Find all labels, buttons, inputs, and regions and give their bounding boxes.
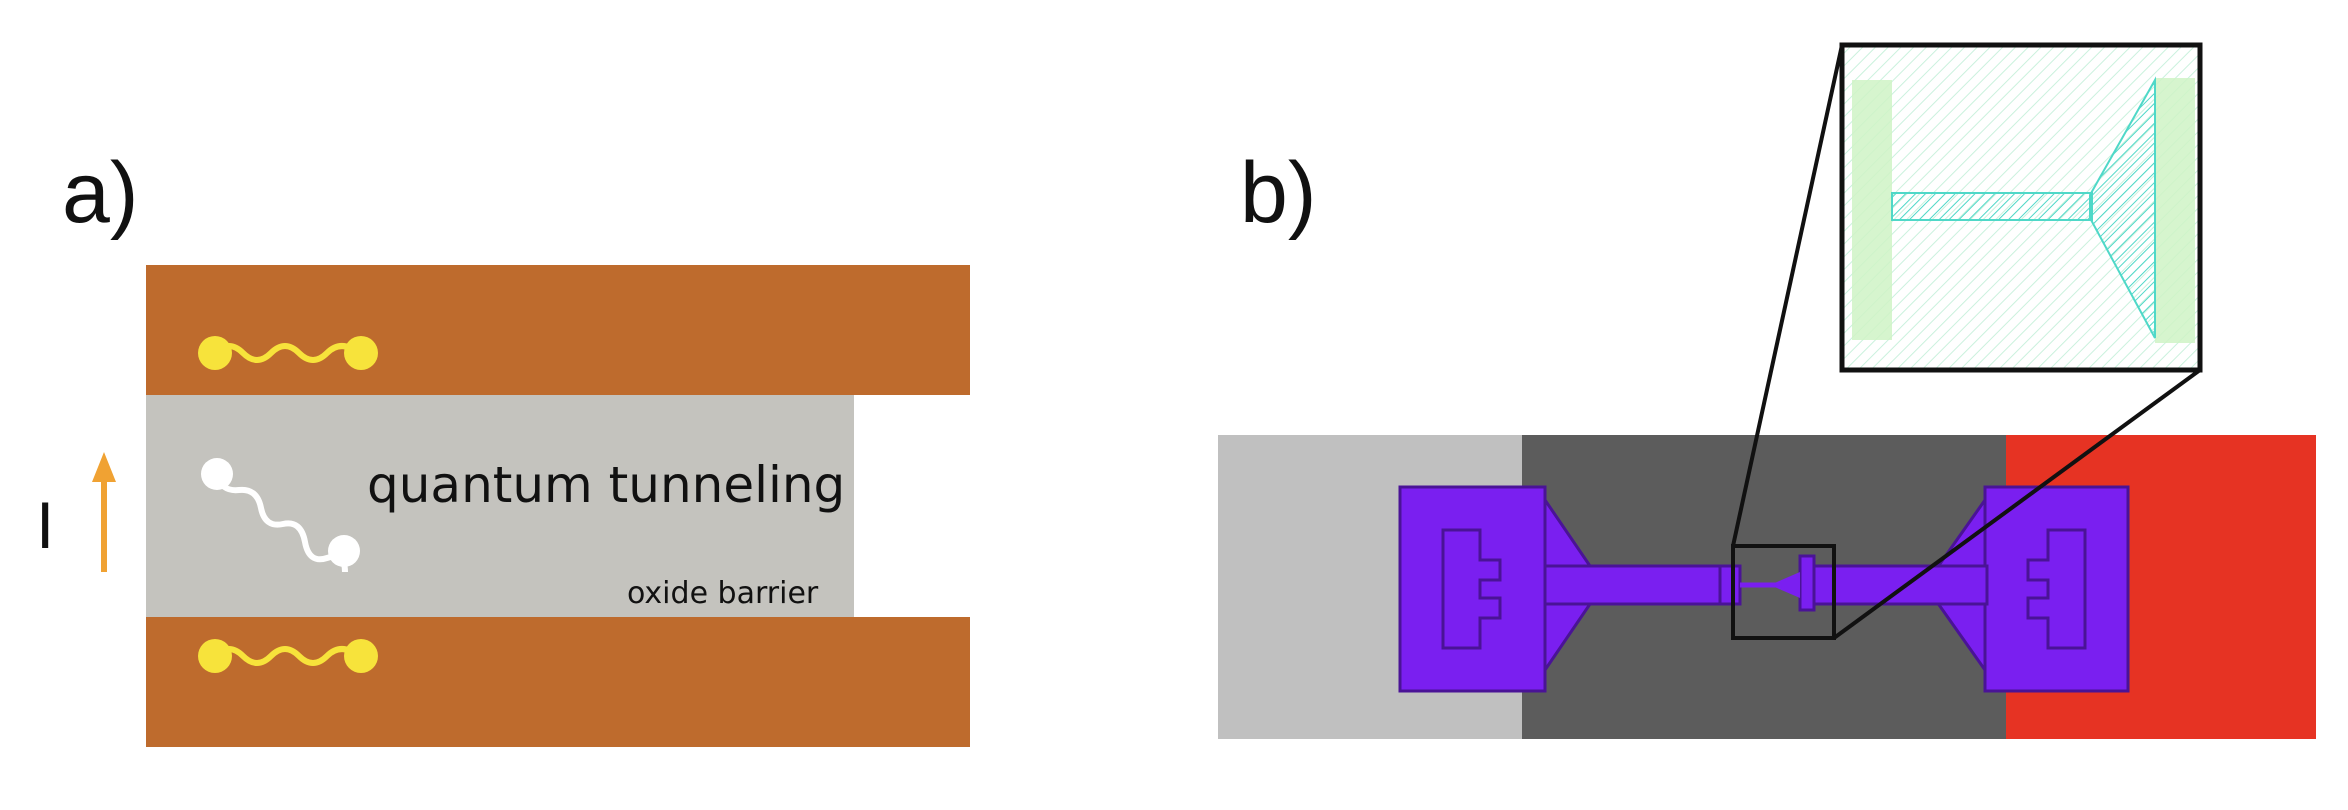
panel-a-label: a) <box>62 145 138 241</box>
top-electrode <box>146 265 970 395</box>
left-electrode-pad <box>1398 485 1742 693</box>
oxide-barrier <box>146 395 854 617</box>
junction-inset <box>1839 42 2203 373</box>
panel-b: b) <box>1218 42 2316 739</box>
josephson-junction <box>1740 572 1800 598</box>
cooper-pair-top <box>198 336 378 370</box>
zoom-region-box <box>1731 544 1836 640</box>
panel-a: a) quantum tunneling oxide barrier I <box>36 145 970 747</box>
current-symbol: I <box>36 490 54 563</box>
bottom-electrode <box>146 617 970 747</box>
tunneling-label: quantum tunneling <box>367 456 845 514</box>
zoom-connector-right <box>1832 368 2202 640</box>
current-arrow-icon <box>92 452 116 572</box>
barrier-label: oxide barrier <box>627 576 819 611</box>
cooper-pair-bottom <box>198 639 378 673</box>
zoom-connector-left <box>1731 44 1844 547</box>
tunneling-cooper-pair <box>201 458 360 573</box>
panel-b-label: b) <box>1240 145 1316 241</box>
right-electrode-pad <box>1798 485 2130 693</box>
